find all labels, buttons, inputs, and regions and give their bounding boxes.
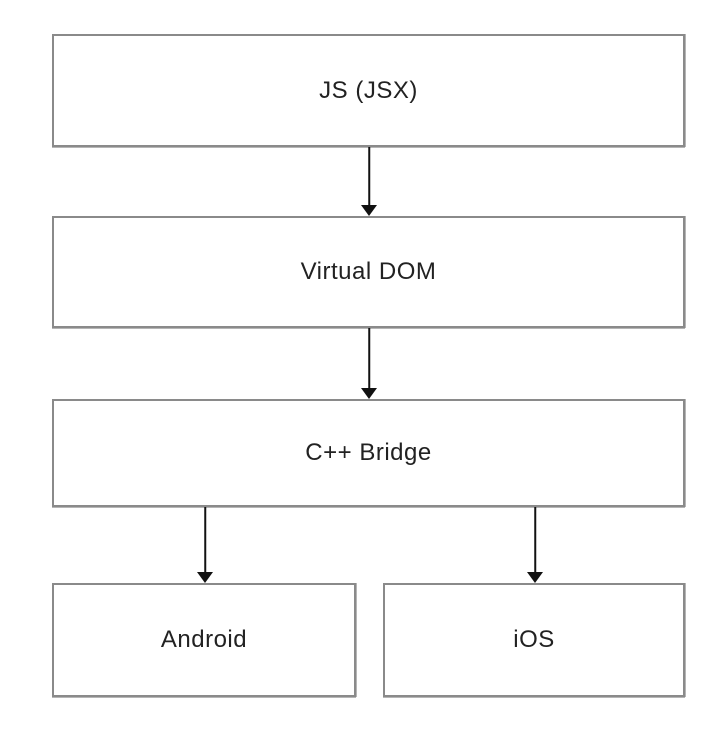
arrow-cpp-bridge-to-ios	[527, 507, 543, 583]
arrow-head-icon	[197, 572, 213, 583]
arrow-js-to-virtual-dom	[361, 147, 377, 216]
node-ios-label: iOS	[513, 626, 555, 653]
arrow-head-icon	[527, 572, 543, 583]
node-android: Android	[52, 583, 356, 697]
node-virtual-dom: Virtual DOM	[52, 216, 685, 328]
arrow-virtual-dom-to-cpp-bridge	[361, 328, 377, 399]
node-cpp-bridge-label: C++ Bridge	[305, 439, 432, 466]
arrow-stem	[368, 328, 370, 390]
arrow-head-icon	[361, 205, 377, 216]
arrow-stem	[204, 507, 206, 574]
node-cpp-bridge: C++ Bridge	[52, 399, 685, 507]
node-js-jsx-label: JS (JSX)	[319, 76, 418, 104]
arrow-cpp-bridge-to-android	[197, 507, 213, 583]
arrow-head-icon	[361, 388, 377, 399]
arrow-stem	[534, 507, 536, 574]
node-ios: iOS	[383, 583, 685, 697]
node-android-label: Android	[160, 626, 248, 653]
node-virtual-dom-label: Virtual DOM	[300, 258, 437, 285]
arrow-stem	[368, 147, 370, 207]
node-js-jsx: JS (JSX)	[52, 34, 685, 147]
